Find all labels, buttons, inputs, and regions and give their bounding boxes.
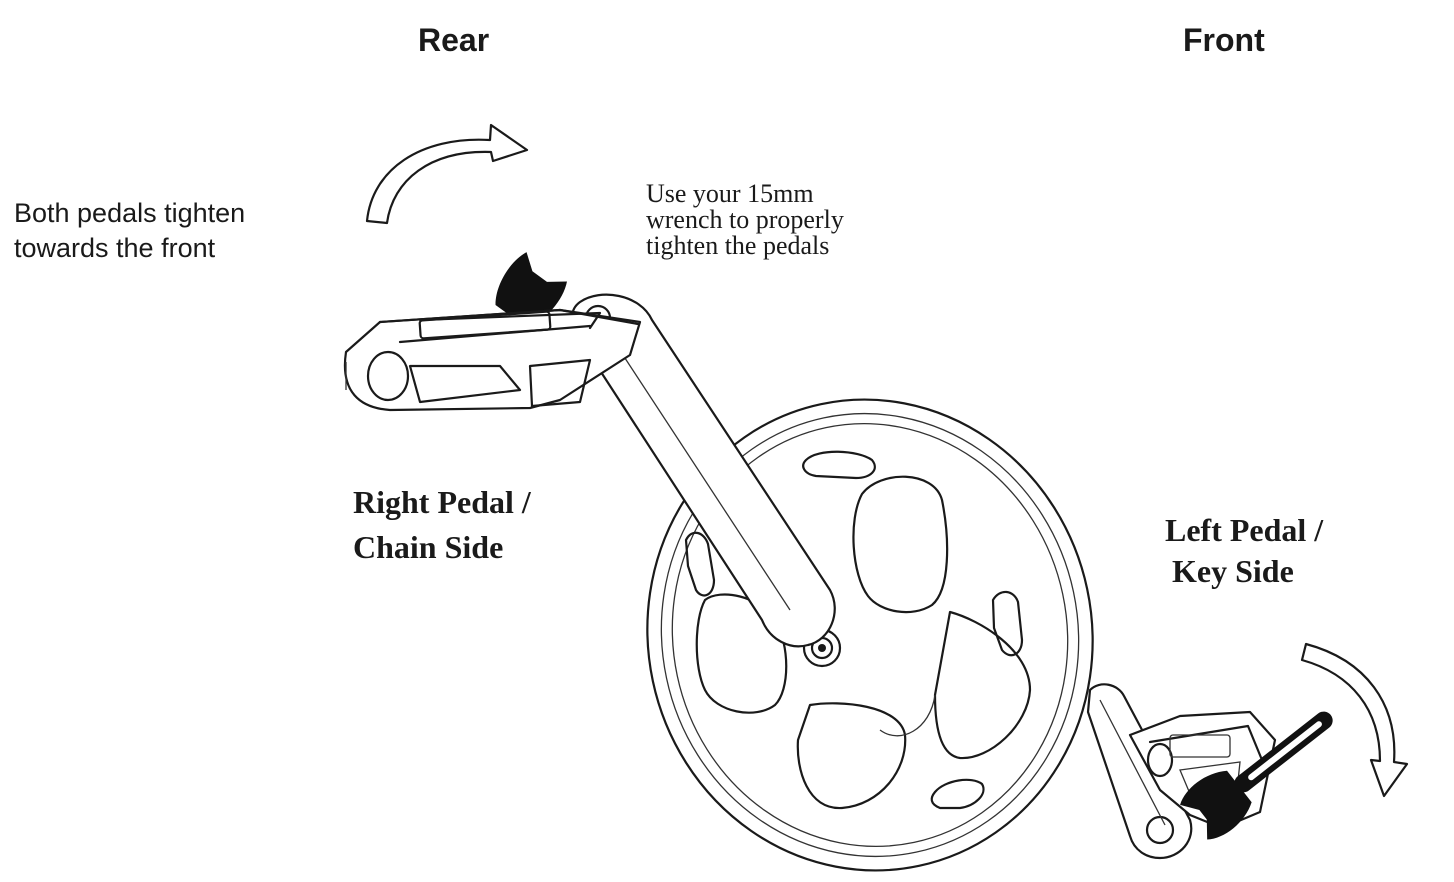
right-pedal-label-line-2: Chain Side: [353, 529, 504, 565]
front-rotation-arrow-icon: [1300, 642, 1409, 798]
tighten-note-line-2: towards the front: [14, 233, 216, 263]
left-pedal-label-line-1: Left Pedal /: [1165, 512, 1324, 548]
left-pedal-label-line-2: Key Side: [1172, 553, 1294, 589]
wrench-note-line-2: wrench to properly: [646, 205, 844, 234]
wrench-note-line-3: tighten the pedals: [646, 231, 830, 260]
chainring-icon: [646, 398, 1094, 872]
wrench-instruction-note: Use your 15mm wrench to properly tighten…: [646, 181, 844, 259]
right-pedal-label: Right Pedal / Chain Side: [353, 480, 531, 570]
right-pedal-label-line-1: Right Pedal /: [353, 484, 531, 520]
tighten-note-line-1: Both pedals tighten: [14, 198, 246, 228]
wrench-note-line-1: Use your 15mm: [646, 179, 814, 208]
left-pedal-label: Left Pedal / Key Side: [1165, 510, 1323, 592]
left-crank-arm-icon: [1086, 683, 1193, 860]
tighten-direction-note: Both pedals tighten towards the front: [14, 196, 245, 266]
rear-rotation-arrow-icon: [365, 123, 529, 225]
rear-heading: Rear: [418, 22, 490, 58]
right-pedal-icon: [343, 308, 642, 412]
front-heading: Front: [1183, 22, 1265, 58]
left-wrench-icon: [1180, 711, 1333, 840]
